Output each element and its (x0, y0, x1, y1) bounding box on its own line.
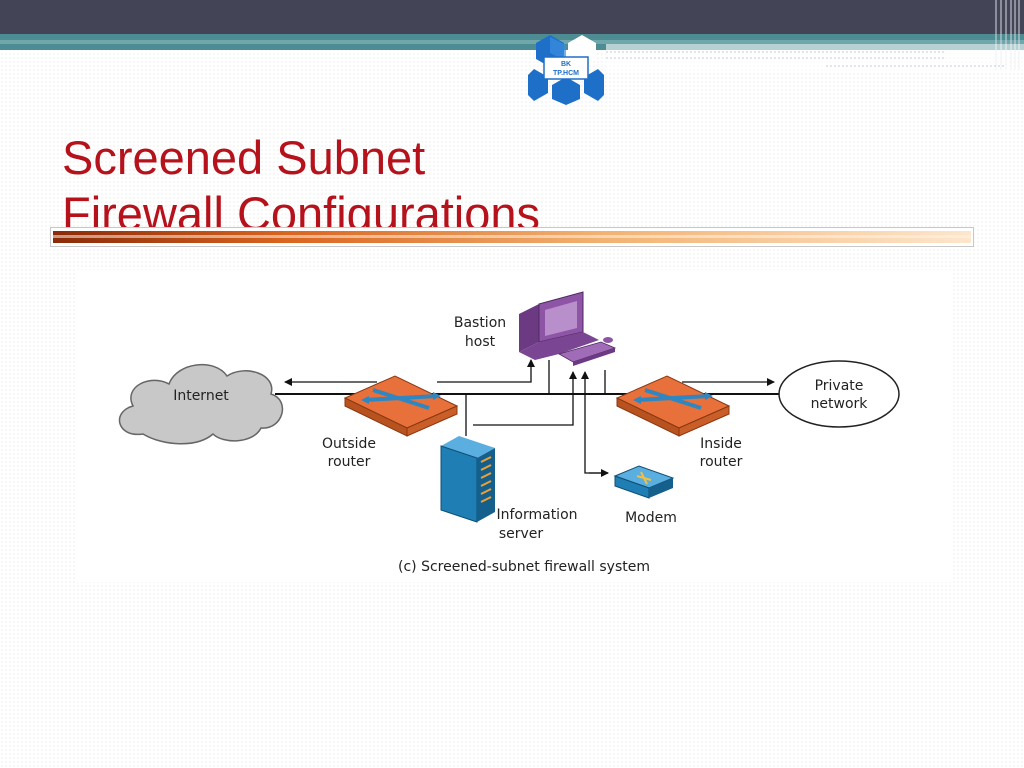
bastion-host-label-2: host (465, 334, 496, 350)
bastion-host-computer: Bastion host (454, 291, 617, 366)
diagram-panel: Internet Outside router Inside router Pr… (77, 270, 951, 582)
modem-label: Modem (625, 510, 677, 526)
outside-router: Outside router (322, 375, 459, 470)
private-network-label-1: Private (815, 378, 864, 394)
logo-text-tphcm: TP.HCM (553, 70, 579, 77)
internet-label: Internet (173, 388, 229, 404)
teal-accent-highlight (0, 40, 1024, 44)
title-line-1: Screened Subnet (62, 131, 426, 184)
private-network: Private network (778, 360, 900, 428)
outside-router-label-2: router (328, 454, 371, 470)
top-bar (0, 0, 1024, 34)
bastion-host-label-1: Bastion (454, 315, 506, 331)
inside-router-label-2: router (700, 454, 743, 470)
inside-router: Inside router (615, 375, 743, 470)
title-underline-rule (50, 227, 974, 247)
information-server-label-1: Information (496, 507, 577, 523)
inside-router-label-1: Inside (700, 436, 742, 452)
diagram-caption: (c) Screened-subnet firewall system (398, 559, 650, 575)
header-pattern-strip (606, 44, 1024, 72)
modem-device: Modem (613, 465, 677, 526)
information-server: Information server (440, 436, 578, 542)
private-network-label-2: network (811, 396, 869, 412)
information-server-label-2: server (499, 526, 544, 542)
screened-subnet-diagram: Internet Outside router Inside router Pr… (118, 291, 900, 575)
decorative-vertical-lines (995, 0, 1020, 70)
internet-cloud: Internet (118, 363, 284, 445)
slide-title: Screened Subnet Firewall Configurations (62, 130, 540, 242)
outside-router-label-1: Outside (322, 436, 376, 452)
server-to-bastion-arrow (473, 371, 577, 426)
logo-text-bk: BK (561, 61, 571, 68)
bk-tphcm-logo: BK TP.HCM (528, 35, 604, 105)
backbone-to-bastion-arrow (437, 359, 535, 383)
